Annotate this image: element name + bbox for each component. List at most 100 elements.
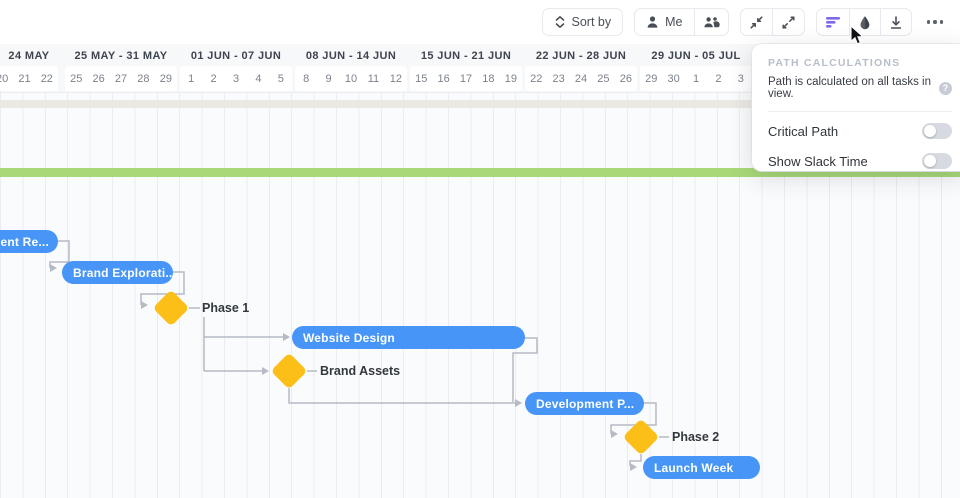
more-options-button[interactable] [923, 8, 948, 36]
collapsed-row-band [0, 100, 960, 108]
milestone-label-phase-1: Phase 1 [202, 301, 250, 315]
task-bar-development-p[interactable]: Development P... [525, 392, 644, 415]
sort-by-button[interactable]: Sort by [541, 8, 624, 36]
milestone-diamond-phase-2[interactable] [622, 418, 660, 456]
task-bar-website-design[interactable]: Website Design [292, 326, 525, 349]
week-label: 15 JUN - 21 JUN [420, 50, 512, 62]
day-row: 15 16 17 18 19 [410, 66, 522, 91]
color-drop-icon [860, 15, 869, 29]
week-group: 15 JUN - 21 JUN 15 16 17 18 19 [410, 44, 522, 91]
task-bar-launch-week[interactable]: Launch Week [643, 456, 760, 479]
week-label: 29 JUN - 05 JUL [651, 50, 741, 62]
day-cell: 16 [437, 72, 450, 85]
milestone-diamond-brand-assets[interactable] [270, 352, 308, 390]
day-cell: 21 [18, 72, 31, 85]
path-calculations-panel: PATH CALCULATIONS Path is calculated on … [752, 44, 960, 171]
day-cell: 2 [210, 72, 217, 85]
assignee-filter-group: Me [634, 8, 729, 36]
day-cell: 25 [597, 72, 610, 85]
week-group: 24 MAY202122 [0, 44, 58, 91]
toolbar: Sort by Me [0, 0, 960, 44]
me-filter-button[interactable]: Me [634, 8, 694, 36]
me-filter-label: Me [665, 15, 683, 29]
milestone-diamond-phase-1[interactable] [152, 289, 190, 327]
day-cell: 30 [667, 72, 680, 85]
task-bar-label: Development P... [536, 396, 635, 411]
week-group: 29 JUN - 05 JUL 29 30 1 2 3 [640, 44, 752, 91]
day-row: 22 23 24 25 26 [525, 66, 637, 91]
week-group: 22 JUN - 28 JUN 22 23 24 25 26 [525, 44, 637, 91]
toggle-switch[interactable] [922, 123, 952, 139]
panel-subtitle: Path is calculated on all tasks in view. [768, 76, 932, 100]
day-row: 202122 [0, 66, 58, 91]
toggle-knob [924, 125, 936, 137]
zoom-fit-group [739, 8, 805, 36]
day-cell: 27 [114, 72, 128, 85]
help-icon[interactable]: ? [939, 81, 952, 95]
assignees-button[interactable] [693, 8, 729, 36]
day-cell: 15 [415, 72, 428, 85]
day-cell: 11 [367, 72, 380, 85]
day-cell: 26 [619, 72, 632, 85]
task-bar-label: ent Re... [0, 234, 49, 249]
task-bar-client-re[interactable]: ent Re... [0, 230, 58, 253]
week-label: 25 MAY - 31 MAY [74, 50, 168, 62]
download-icon [890, 15, 901, 29]
sort-by-label: Sort by [571, 15, 612, 29]
day-cell: 29 [645, 72, 658, 85]
task-bar-label: Launch Week [654, 460, 734, 475]
day-cell: 23 [552, 72, 565, 85]
day-cell: 18 [482, 72, 495, 85]
day-cell: 3 [737, 72, 744, 85]
path-calculations-button[interactable] [815, 8, 849, 36]
toggle-row: Critical Path [768, 116, 952, 146]
sort-icon [555, 16, 564, 28]
day-cell: 1 [692, 72, 700, 85]
day-cell: 8 [303, 72, 310, 85]
toggle-switch[interactable] [922, 153, 952, 169]
person-icon [647, 16, 658, 28]
task-bar-label: Brand Explorati... [73, 265, 176, 280]
task-bar-brand-exploration[interactable]: Brand Explorati... [62, 261, 176, 284]
project-summary-bar[interactable] [0, 168, 960, 177]
panel-title: PATH CALCULATIONS [768, 57, 901, 69]
day-cell: 3 [232, 72, 240, 85]
toggle-knob [924, 155, 936, 167]
day-cell: 4 [255, 72, 262, 85]
day-cell: 22 [40, 72, 53, 85]
day-cell: 22 [530, 72, 543, 85]
day-cell: 12 [389, 72, 402, 85]
task-bar-label: Website Design [303, 330, 395, 345]
week-label: 22 JUN - 28 JUN [535, 50, 627, 62]
milestone-label-phase-2: Phase 2 [672, 430, 720, 444]
toggle-label: Show Slack Time [768, 153, 868, 169]
day-cell: 28 [137, 72, 150, 85]
people-icon [703, 17, 720, 28]
day-cell: 19 [504, 72, 517, 85]
day-cell: 9 [325, 72, 332, 85]
day-cell: 2 [715, 72, 722, 85]
day-cell: 24 [574, 72, 588, 85]
day-row: 29 30 1 2 3 [640, 66, 752, 91]
expand-button[interactable] [771, 8, 805, 36]
toggle-row: Show Slack Time [768, 146, 952, 176]
gantt-tools-group [815, 8, 912, 36]
export-button[interactable] [879, 8, 912, 36]
day-cell: 1 [188, 72, 195, 85]
milestone-label-brand-assets: Brand Assets [320, 364, 401, 378]
day-cell: 29 [159, 72, 172, 85]
day-cell: 25 [70, 72, 83, 85]
path-calculations-icon [825, 17, 840, 28]
day-cell: 17 [459, 72, 473, 85]
color-drop-button[interactable] [848, 8, 880, 36]
day-cell: 5 [277, 72, 284, 85]
collapse-button[interactable] [739, 8, 772, 36]
